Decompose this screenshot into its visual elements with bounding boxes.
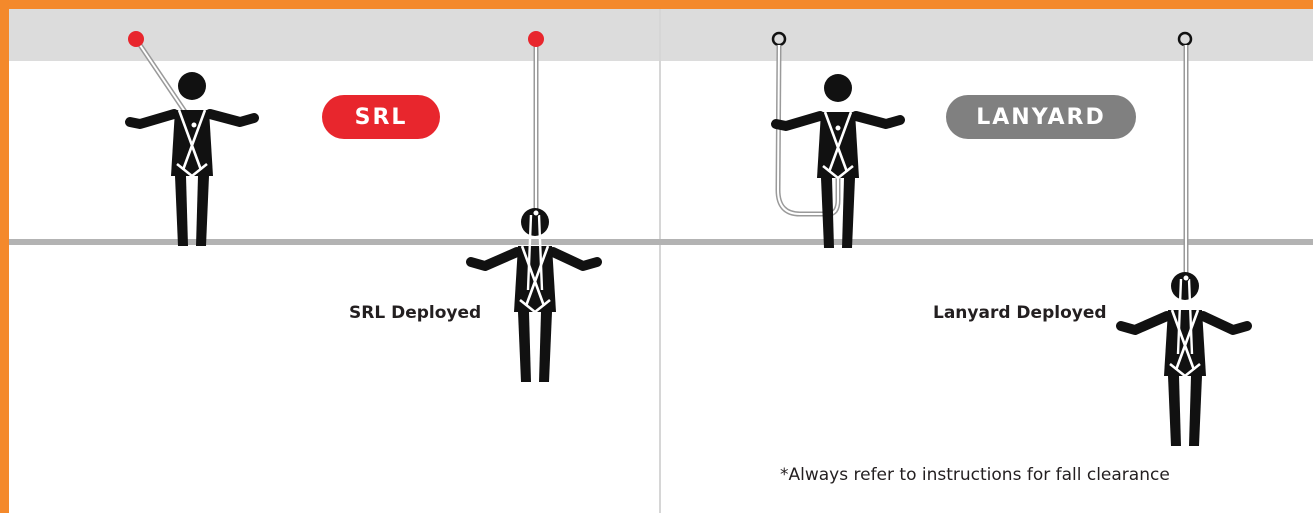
srl-deployed-worker	[471, 31, 597, 382]
ceiling-band-right	[661, 9, 1313, 61]
srl-deployed-label: SRL Deployed	[349, 303, 481, 323]
srl-badge: SRL	[322, 95, 440, 139]
srl-anchor-icon	[128, 31, 144, 47]
srl-deployed-anchor-icon	[528, 31, 544, 47]
srl-standing-worker	[128, 31, 254, 246]
lanyard-deployed-label: Lanyard Deployed	[933, 303, 1107, 323]
ceiling-band-left	[9, 9, 659, 61]
lanyard-standing-worker	[773, 33, 900, 248]
lanyard-badge: LANYARD	[946, 95, 1136, 139]
fall-clearance-footnote: *Always refer to instructions for fall c…	[780, 465, 1170, 485]
